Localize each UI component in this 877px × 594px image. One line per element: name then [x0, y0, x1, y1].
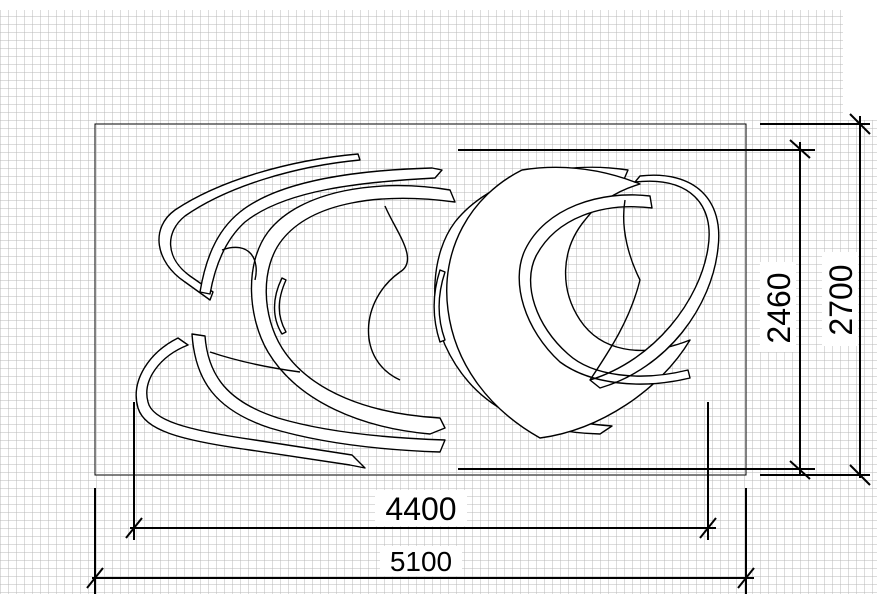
crease-line-1 — [367, 205, 409, 381]
outer-height-label-bg — [822, 252, 858, 346]
shell-right — [518, 174, 720, 389]
curved-shell-structures — [135, 153, 720, 469]
crease-line-2 — [221, 246, 257, 281]
dimension-inner-width — [125, 402, 717, 540]
crease-line-3 — [209, 351, 301, 373]
outer-width-label-bg — [380, 546, 462, 576]
inner-arc-center — [433, 269, 446, 343]
margin-right — [843, 0, 877, 120]
inner-height-label: 2460 — [761, 272, 797, 343]
margin-top — [0, 0, 877, 10]
shell-second-lower — [191, 333, 446, 453]
outer-width-label: 5100 — [390, 546, 452, 577]
shell-left-lower — [135, 337, 366, 469]
dimension-outer-height — [760, 113, 871, 486]
dimension-outer-width — [86, 488, 755, 594]
inner-height-label-bg — [760, 262, 796, 352]
shell-second-upper — [199, 167, 443, 295]
shell-left-upper — [158, 153, 361, 301]
inner-arc-left — [273, 277, 287, 335]
crease-line-4 — [589, 199, 641, 381]
inner-width-label: 4400 — [385, 491, 456, 527]
inner-width-label-bg — [375, 490, 467, 526]
inner-reference-lines — [458, 149, 815, 470]
shell-third — [250, 184, 456, 435]
outer-height-label: 2700 — [823, 264, 859, 335]
